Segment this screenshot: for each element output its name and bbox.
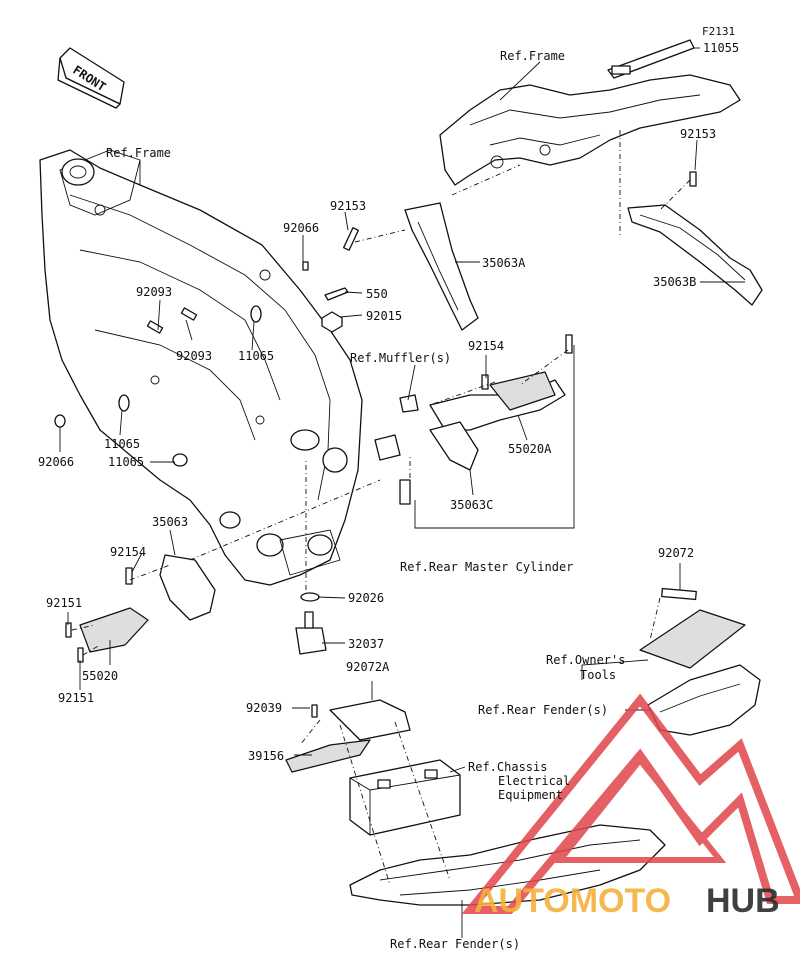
label-92151-a: 92151 — [46, 596, 82, 610]
label-35063b: 35063B — [653, 275, 696, 289]
label-55020: 55020 — [82, 669, 118, 683]
assembly-lines — [71, 130, 691, 886]
label-11065-a: 11065 — [238, 349, 274, 363]
label-ref-chassis-3: Equipment — [498, 788, 563, 802]
owners-tools-group — [639, 587, 761, 736]
label-92066-left: 92066 — [38, 455, 74, 469]
label-55020a: 55020A — [508, 442, 552, 456]
label-ref-frame-left: Ref.Frame — [106, 146, 171, 160]
label-35063a: 35063A — [482, 256, 526, 270]
label-35063c: 35063C — [450, 498, 493, 512]
label-92151-b: 92151 — [58, 691, 94, 705]
label-35063: 35063 — [152, 515, 188, 529]
label-92039: 92039 — [246, 701, 282, 715]
label-92153-mid: 92153 — [330, 199, 366, 213]
watermark-triangle-icon — [461, 693, 800, 914]
fastener-parts-left — [54, 227, 360, 467]
watermark-logo — [461, 693, 800, 914]
bolt-32037 — [295, 592, 327, 655]
label-ref-muffler: Ref.Muffler(s) — [350, 351, 451, 365]
label-11065-c: 11065 — [108, 455, 144, 469]
rear-subframe — [439, 39, 741, 186]
label-11065-b: 11065 — [104, 437, 140, 451]
footrest-bracket-left — [65, 554, 216, 663]
battery-group — [285, 699, 461, 836]
label-92026: 92026 — [348, 591, 384, 605]
bracket-35063b — [627, 204, 763, 306]
label-92072: 92072 — [658, 546, 694, 560]
label-ref-owners-1: Ref.Owner's — [546, 653, 625, 667]
label-32037: 32037 — [348, 637, 384, 651]
label-92153-right: 92153 — [680, 127, 716, 141]
label-ref-rear-master: Ref.Rear Master Cylinder — [400, 560, 573, 574]
muffler-bracket-assembly — [374, 334, 573, 505]
label-92093-b: 92093 — [176, 349, 212, 363]
label-ref-chassis-2: Electrical — [498, 774, 570, 788]
bracket-35063a — [404, 171, 697, 331]
label-ref-owners-2: Tools — [580, 668, 616, 682]
label-92093-a: 92093 — [136, 285, 172, 299]
label-ref-frame-top: Ref.Frame — [500, 49, 565, 63]
label-ref-rear-fender-bottom: Ref.Rear Fender(s) — [390, 937, 520, 951]
label-92154-left: 92154 — [110, 545, 146, 559]
label-ref-chassis-1: Ref.Chassis — [468, 760, 547, 774]
label-92072a: 92072A — [346, 660, 390, 674]
label-11055: 11055 — [703, 41, 739, 55]
watermark-text-automoto: AUTOMOTO — [474, 882, 671, 920]
label-ref-rear-fender-right: Ref.Rear Fender(s) — [478, 703, 608, 717]
label-39156: 39156 — [248, 749, 284, 763]
label-550: 550 — [366, 287, 388, 301]
leader-lines — [59, 47, 745, 938]
figure-code: F2131 — [702, 25, 735, 38]
main-frame — [39, 149, 363, 586]
label-92015: 92015 — [366, 309, 402, 323]
front-arrow-icon: FRONT — [57, 47, 125, 109]
label-92066-top: 92066 — [283, 221, 319, 235]
label-92154-right: 92154 — [468, 339, 504, 353]
watermark-text-hub: HUB — [706, 882, 780, 920]
